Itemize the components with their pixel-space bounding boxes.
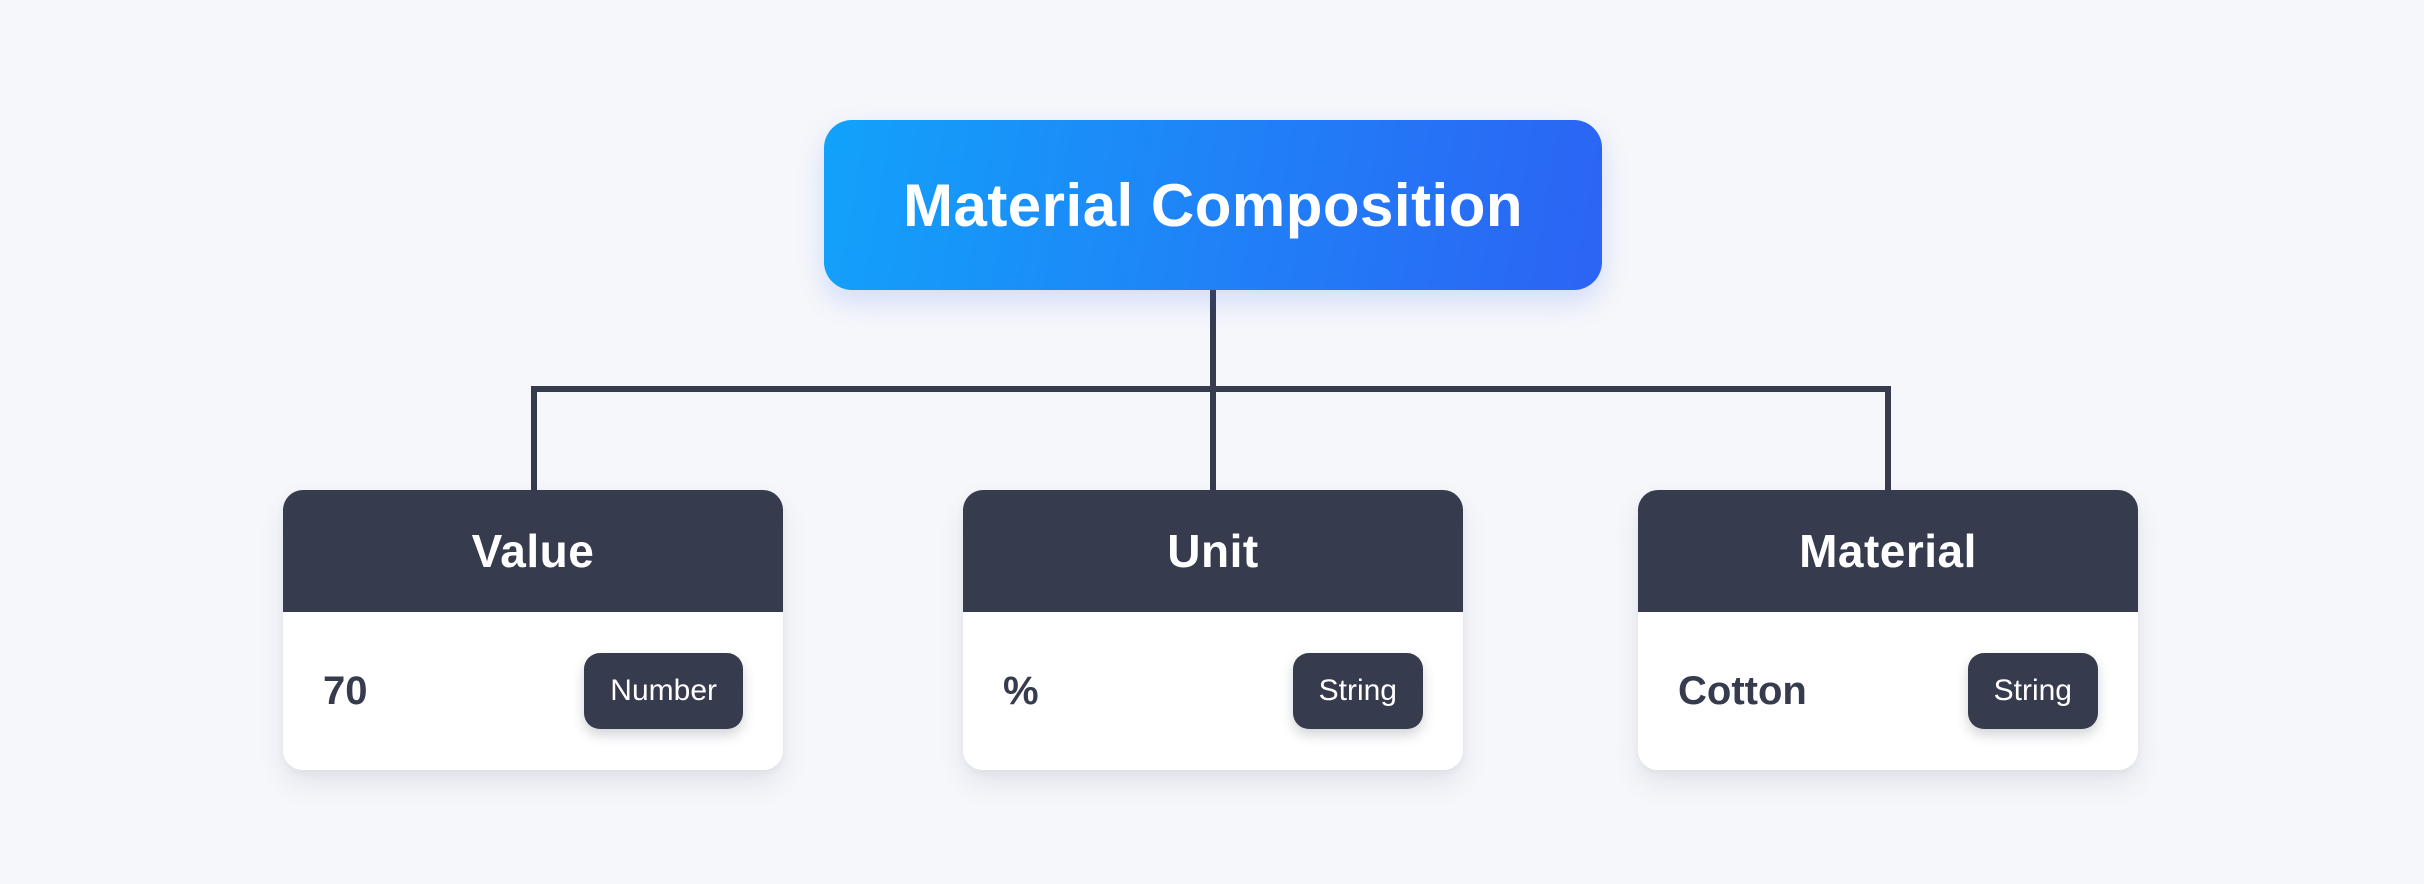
node-value: % — [1003, 668, 1039, 713]
node-value: 70 — [323, 668, 368, 713]
node-header: Value — [283, 490, 783, 612]
type-badge: String — [1292, 653, 1423, 729]
node-card-material[interactable]: Material Cotton String — [1638, 490, 2138, 770]
node-title: Unit — [1167, 525, 1259, 577]
connector-to-material-node — [1885, 386, 1891, 490]
node-body: Cotton String — [1638, 612, 2138, 770]
root-node-title: Material Composition — [902, 171, 1524, 239]
node-title: Material — [1799, 525, 1977, 577]
node-body: % String — [963, 612, 1463, 770]
connector-to-value-node — [531, 386, 537, 490]
node-card-unit[interactable]: Unit % String — [963, 490, 1463, 770]
node-header: Material — [1638, 490, 2138, 612]
type-badge: Number — [584, 653, 743, 729]
node-title: Value — [471, 525, 595, 577]
root-node-material-composition[interactable]: Material Composition — [824, 120, 1602, 290]
node-card-value[interactable]: Value 70 Number — [283, 490, 783, 770]
node-value: Cotton — [1678, 668, 1807, 713]
node-header: Unit — [963, 490, 1463, 612]
type-badge: String — [1967, 653, 2098, 729]
connector-horizontal-rail — [531, 386, 1891, 392]
node-body: 70 Number — [283, 612, 783, 770]
